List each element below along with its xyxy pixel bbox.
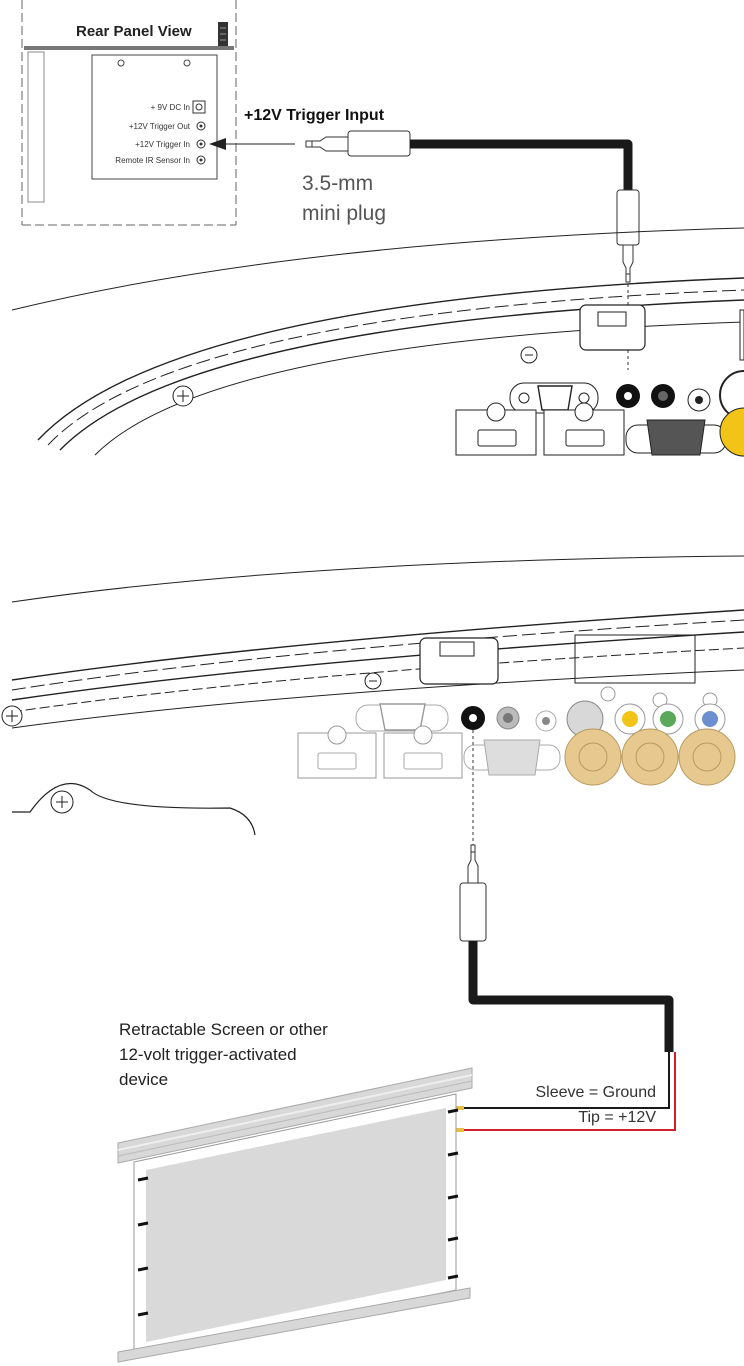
lower-jack-row-2: [298, 726, 735, 785]
retractable-screen-icon: [118, 1068, 472, 1362]
lower-projector-panel: [2, 556, 744, 835]
upper-cable: [410, 144, 628, 190]
connector-label-trigger-in: +12V Trigger In: [135, 140, 190, 149]
device-label-line3: device: [119, 1070, 168, 1089]
rear-panel-title: Rear Panel View: [76, 23, 192, 40]
mini-plug-horizontal-icon: [306, 131, 410, 156]
plug-label-line1: 3.5-mm: [302, 172, 373, 195]
wire-sleeve-label: Sleeve = Ground: [535, 1084, 656, 1101]
connector-label-trigger-out: +12V Trigger Out: [129, 122, 191, 131]
trigger-in-arrow: [209, 138, 295, 150]
lower-jack-row-1: [356, 687, 725, 737]
hdmi-port-icon: [478, 430, 516, 446]
wire-tip-label: Tip = +12V: [578, 1109, 656, 1126]
mini-plug-vertical-lower-icon: [460, 845, 486, 941]
hdmi-port-icon: [318, 753, 356, 769]
vga-port-icon: [647, 420, 705, 455]
trigger-input-label: +12V Trigger Input: [244, 107, 385, 124]
device-label-line2: 12-volt trigger-activated: [119, 1045, 297, 1064]
serial-port-icon: [538, 386, 572, 410]
connector-label-dc-in: + 9V DC In: [151, 103, 190, 112]
hdmi-port-icon: [566, 430, 604, 446]
serial-port-icon: [380, 704, 425, 730]
connector-label-ir-sensor: Remote IR Sensor In: [115, 156, 190, 165]
device-label-line1: Retractable Screen or other: [119, 1020, 328, 1039]
hdmi-port-icon: [404, 753, 442, 769]
lower-cable: [473, 941, 669, 1052]
upper-projector-panel: [12, 228, 744, 455]
vga-port-icon: [484, 740, 540, 775]
plug-label-line2: mini plug: [302, 202, 386, 225]
